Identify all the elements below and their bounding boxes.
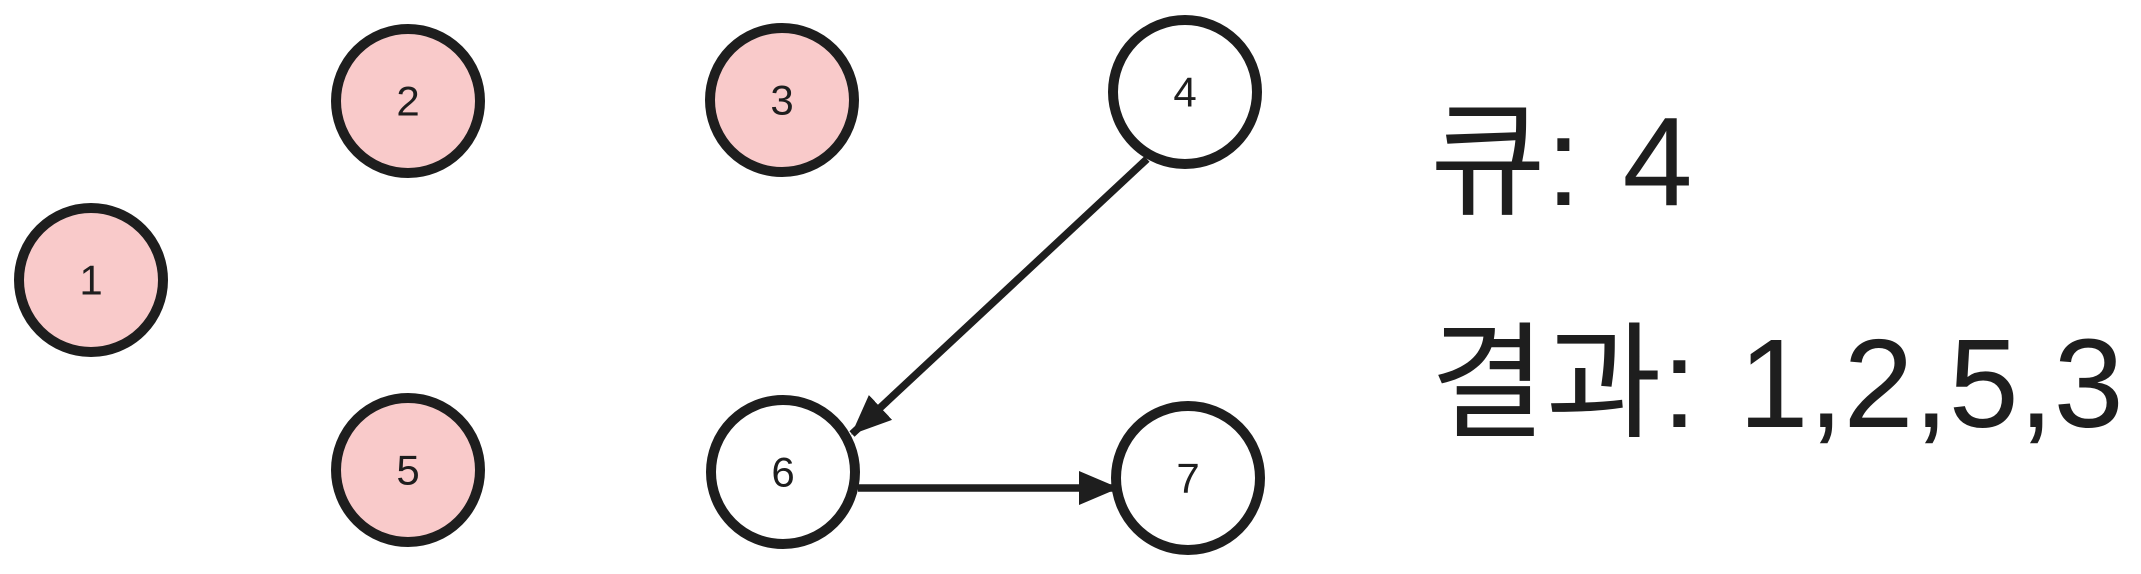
edge-4-6 <box>849 156 1150 437</box>
graph-node-6[interactable]: 6 <box>706 395 860 549</box>
queue-line: 큐:4 <box>1430 99 1693 225</box>
node-label: 7 <box>1176 455 1199 502</box>
node-circle <box>706 395 860 549</box>
node-circle <box>14 203 168 357</box>
graph-node-1[interactable]: 1 <box>14 203 168 357</box>
node-label: 4 <box>1173 69 1196 116</box>
graph-node-3[interactable]: 3 <box>705 23 859 177</box>
node-label: 2 <box>396 78 419 125</box>
node-label: 5 <box>396 447 419 494</box>
node-label: 6 <box>771 449 794 496</box>
nodes-layer: 1 2 3 4 5 6 7 <box>14 15 1265 555</box>
node-label: 1 <box>79 257 102 304</box>
result-value: 1,2,5,3 <box>1738 313 2124 454</box>
result-line: 결과:1,2,5,3 <box>1430 321 2124 447</box>
status-panel: 큐:4 결과:1,2,5,3 <box>1430 0 2141 574</box>
result-label: 결과: <box>1430 313 1697 454</box>
queue-label: 큐: <box>1430 91 1581 232</box>
graph-node-7[interactable]: 7 <box>1111 401 1265 555</box>
node-circle <box>331 24 485 178</box>
node-circle <box>331 393 485 547</box>
node-label: 3 <box>770 77 793 124</box>
graph-node-2[interactable]: 2 <box>331 24 485 178</box>
node-circle <box>705 23 859 177</box>
queue-value: 4 <box>1622 91 1693 232</box>
graph-node-5[interactable]: 5 <box>331 393 485 547</box>
edges-layer <box>849 156 1150 505</box>
graph-node-4[interactable]: 4 <box>1108 15 1262 169</box>
node-circle <box>1108 15 1262 169</box>
